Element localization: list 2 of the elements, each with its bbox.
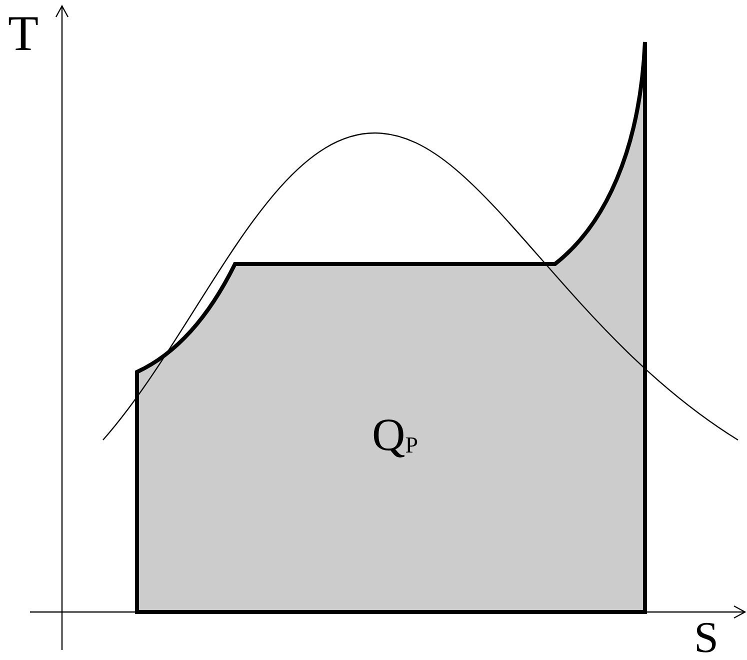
axis-label: T <box>8 8 39 58</box>
axis-label: S <box>694 616 718 660</box>
